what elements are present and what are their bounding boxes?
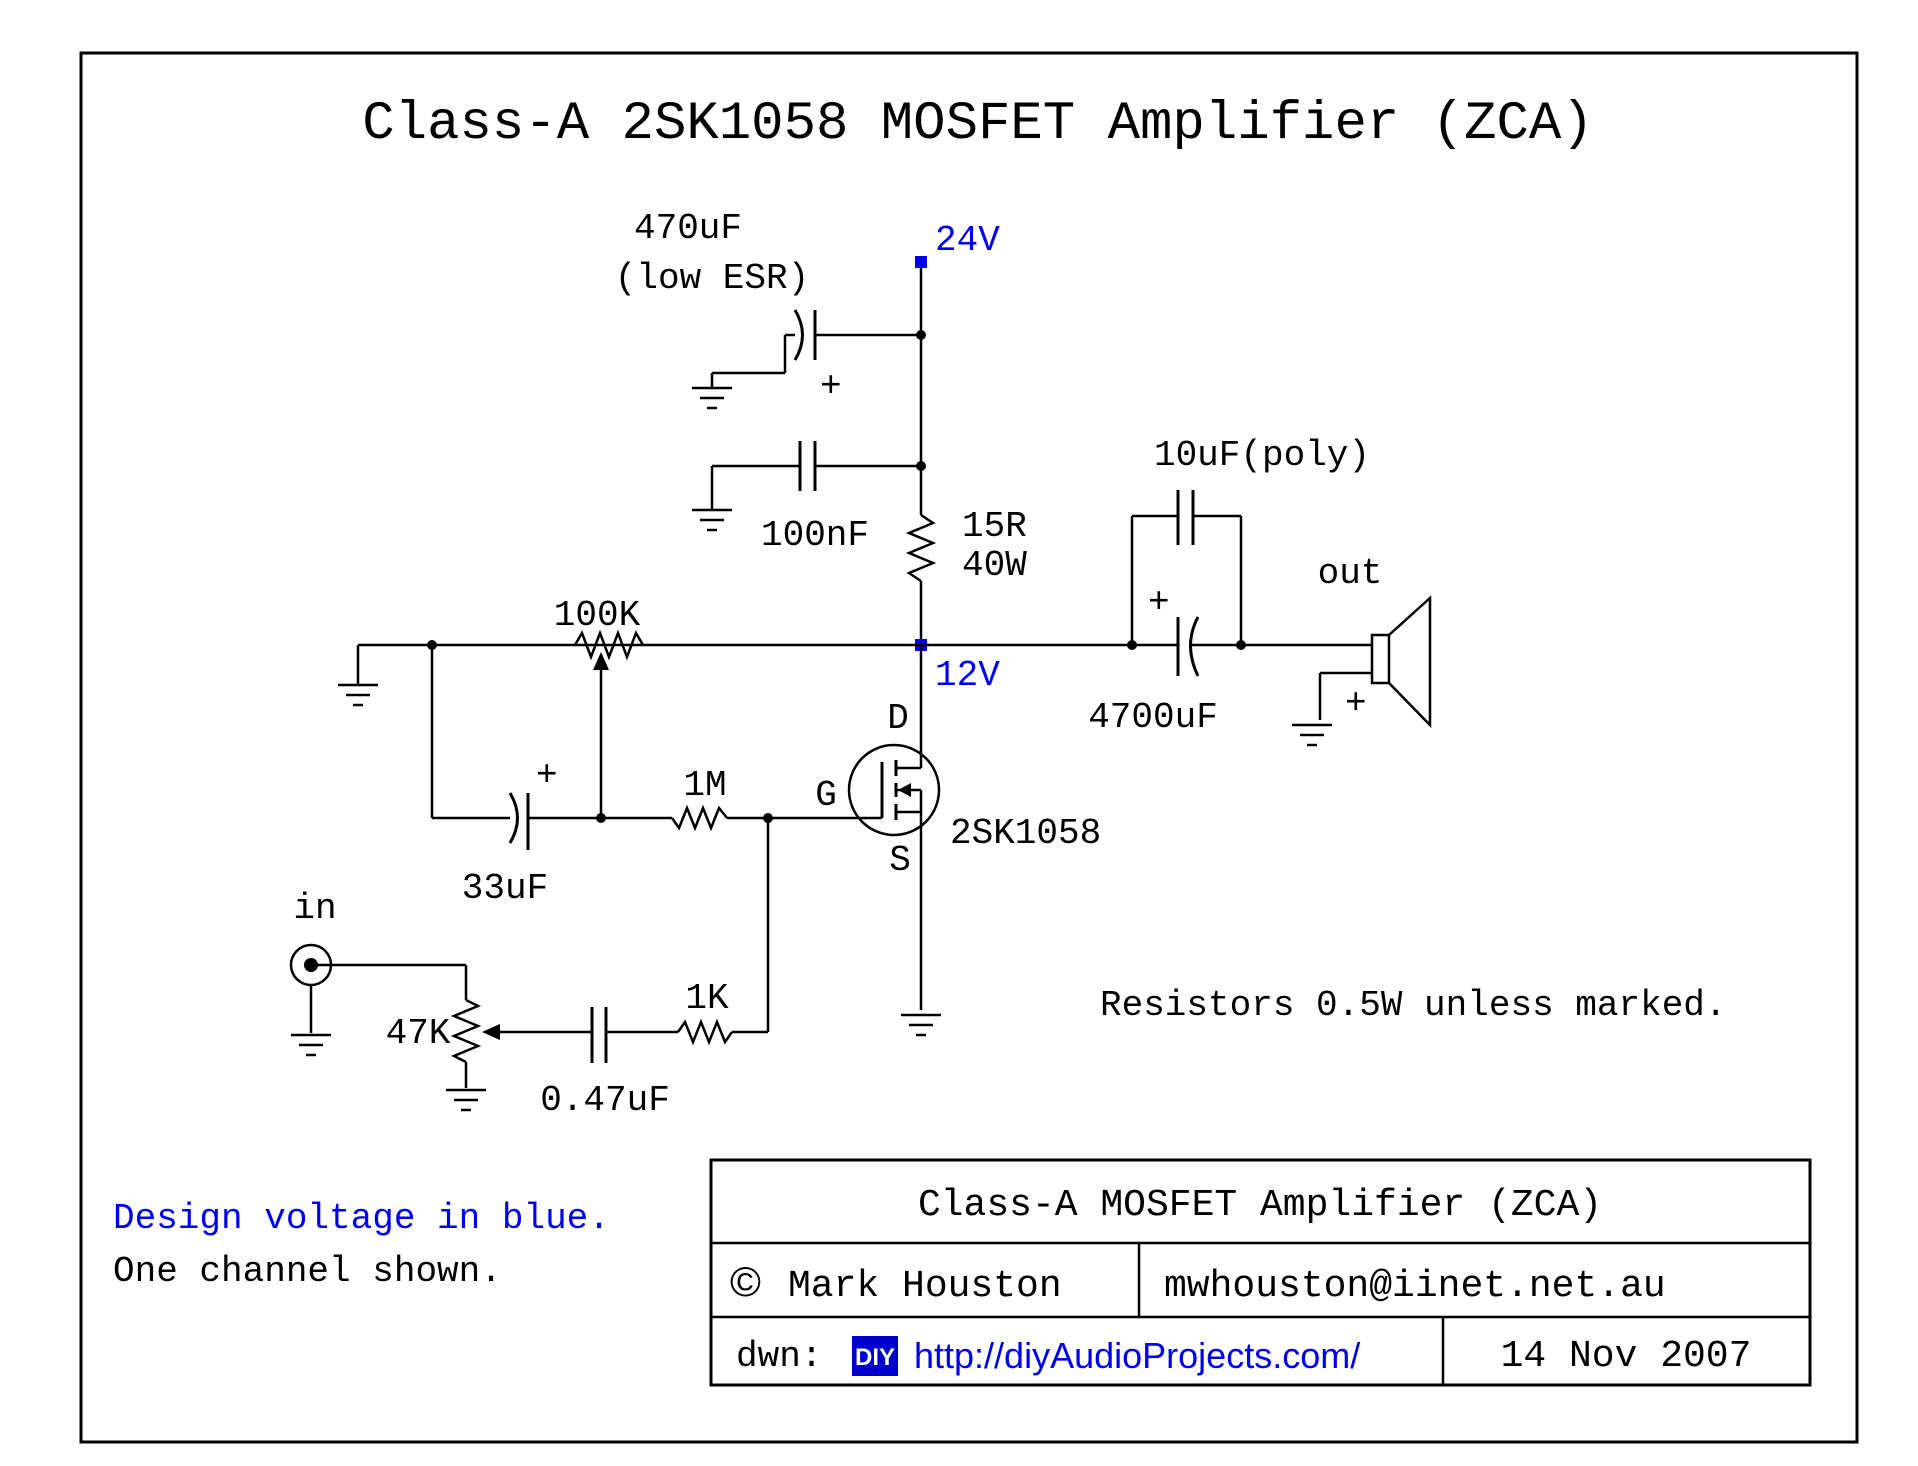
label-47K: 47K xyxy=(386,1013,451,1054)
label-gate: G xyxy=(815,775,837,816)
label-100nF: 100nF xyxy=(761,515,869,556)
resistor-1M xyxy=(601,804,852,832)
label-12v: 12V xyxy=(935,655,1000,696)
note-one-channel: One channel shown. xyxy=(113,1251,502,1292)
titleblock-drawn-label: dwn: xyxy=(736,1336,822,1377)
diy-badge xyxy=(852,1336,898,1376)
titleblock-title: Class-A MOSFET Amplifier (ZCA) xyxy=(918,1184,1602,1227)
label-low-esr: (low ESR) xyxy=(615,258,809,299)
capacitor-0-47uF xyxy=(482,1007,608,1063)
label-40W: 40W xyxy=(962,545,1027,586)
label-1M: 1M xyxy=(683,765,726,806)
label-100K: 100K xyxy=(554,595,641,636)
capacitor-10uF-poly xyxy=(1130,490,1243,645)
label-source: S xyxy=(889,840,911,881)
resistor-15R xyxy=(905,513,937,645)
potentiometer-47K xyxy=(450,965,482,1088)
polarity-plus-speaker: + xyxy=(1345,683,1367,724)
label-in: in xyxy=(293,888,336,929)
label-470uF: 470uF xyxy=(634,208,742,249)
capacitor-470uF xyxy=(690,309,921,410)
label-10uF-poly: 10uF(poly) xyxy=(1154,435,1370,476)
label-15R: 15R xyxy=(962,506,1027,547)
label-1K: 1K xyxy=(685,978,729,1019)
titleblock-date: 14 Nov 2007 xyxy=(1501,1335,1752,1378)
label-33uF: 33uF xyxy=(462,868,548,909)
titleblock-author: Mark Houston xyxy=(788,1265,1062,1308)
polarity-plus-470uF: + xyxy=(820,366,842,407)
node-24v xyxy=(915,256,927,268)
speaker-icon xyxy=(1318,595,1432,729)
label-24v: 24V xyxy=(935,220,1000,261)
polarity-plus-33uF: + xyxy=(536,755,558,796)
polarity-plus-4700uF: + xyxy=(1148,582,1170,623)
capacitor-4700uF xyxy=(1132,616,1241,677)
title-block xyxy=(709,1158,1812,1387)
copyright-icon: © xyxy=(730,1258,761,1305)
note-resistors: Resistors 0.5W unless marked. xyxy=(1100,985,1727,1026)
titleblock-url[interactable]: http://diyAudioProjects.com/ xyxy=(914,1335,1360,1376)
input-jack xyxy=(289,943,466,1033)
note-design-voltage: Design voltage in blue. xyxy=(113,1198,610,1239)
titleblock-email: mwhouston@iinet.net.au xyxy=(1164,1265,1666,1308)
mosfet-2SK1058 xyxy=(847,645,941,1010)
label-0-47uF: 0.47uF xyxy=(540,1080,670,1121)
label-out: out xyxy=(1318,553,1383,594)
resistor-1K xyxy=(606,1018,768,1046)
capacitor-100nF xyxy=(690,441,921,532)
diagram-title: Class-A 2SK1058 MOSFET Amplifier (ZCA) xyxy=(362,94,1593,155)
label-drain: D xyxy=(887,698,909,739)
label-2SK1058: 2SK1058 xyxy=(950,813,1101,854)
potentiometer-100K xyxy=(573,629,645,818)
page-border xyxy=(79,51,1859,1444)
diy-badge-text: DIY xyxy=(855,1344,895,1371)
label-4700uF: 4700uF xyxy=(1088,697,1218,738)
capacitor-33uF xyxy=(508,792,601,850)
